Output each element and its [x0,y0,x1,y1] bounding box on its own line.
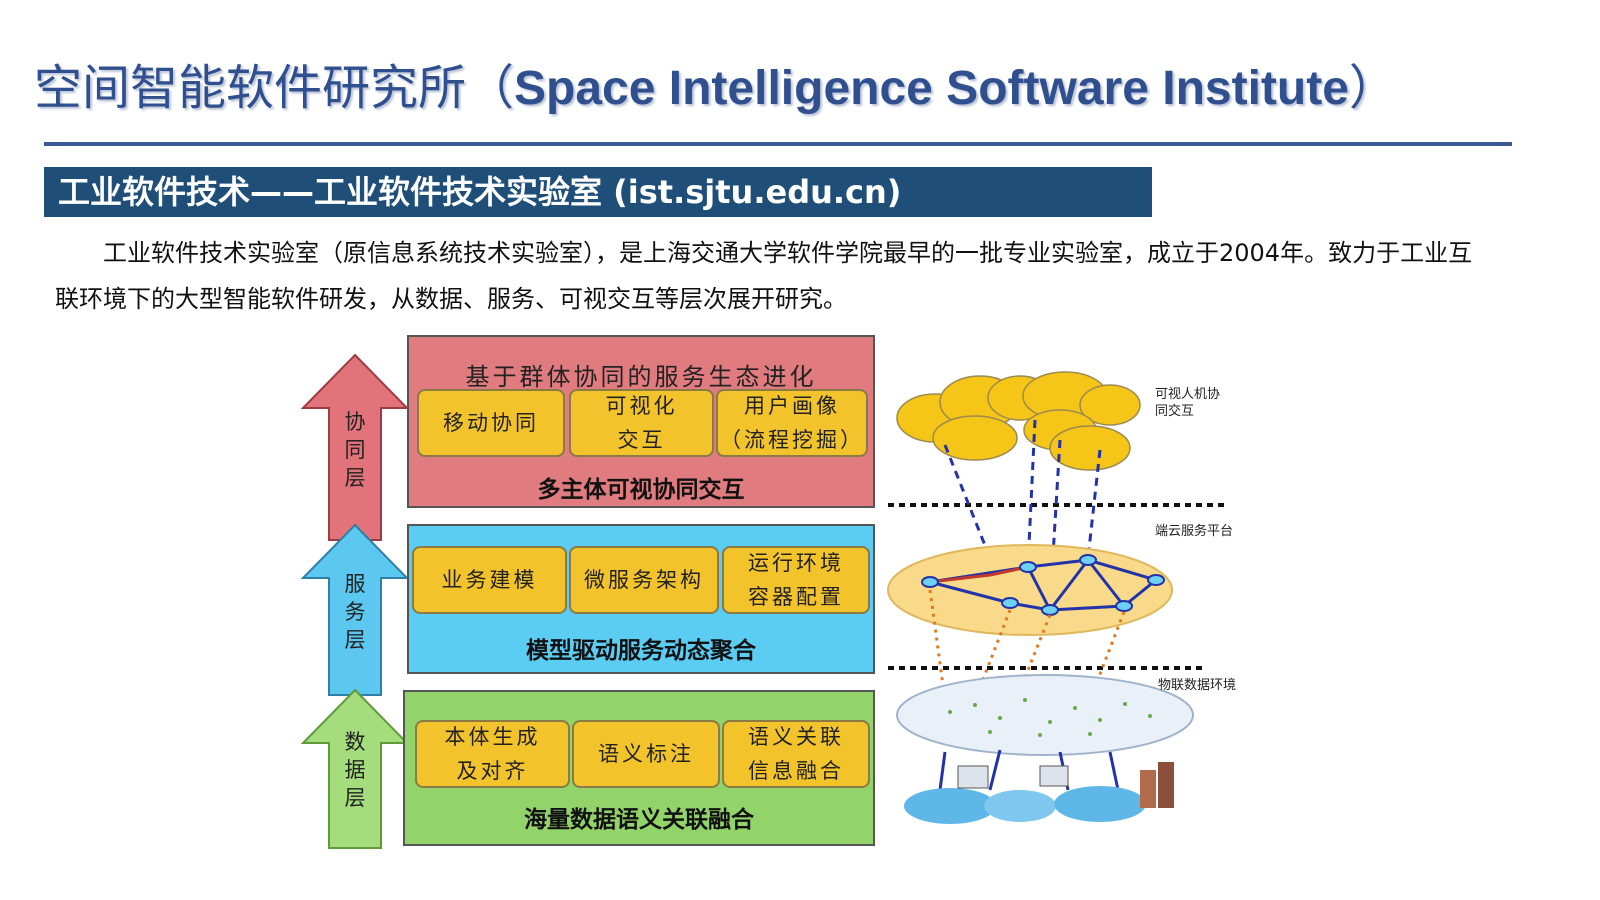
chip-business-modeling: 业务建模 [412,546,567,614]
chip-semantic-annotation: 语义标注 [572,720,720,788]
building-1 [1140,770,1156,808]
monitor-1 [957,765,989,789]
title-en: Space Intelligence Software Institute [514,62,1349,115]
layer-data-footer: 海量数据语义关联融合 [524,807,754,833]
arrow-label-data: 数 据 层 [344,730,366,810]
arrow-label-collab: 协 同 层 [344,410,366,490]
label-cloud-platform: 端云服务平台 [1155,524,1234,539]
chip-mobile-collab: 移动协同 [417,389,565,457]
monitor-2 [1039,765,1069,787]
layer-collab-footer: 多主体可视协同交互 [537,477,745,503]
data-cloud [896,674,1194,756]
device-area-2 [984,790,1056,822]
layer-collab-title: 基于群体协同的服务生态进化 [465,363,817,391]
chip-microservice: 微服务架构 [569,546,719,614]
page-title: 空间智能软件研究所（Space Intelligence Software In… [34,48,1397,118]
intro-paragraph: 工业软件技术实验室（原信息系统技术实验室），是上海交通大学软件学院最早的一批专业… [55,239,1473,313]
arrow-data [300,688,410,849]
label-visual-interaction: 可视人机协 同交互 [1155,387,1221,419]
collab-cloud [896,371,1141,471]
section-banner: 工业软件技术——工业软件技术实验室 (ist.sjtu.edu.cn) [44,167,1152,217]
title-rule [44,142,1512,146]
chip-runtime-container: 运行环境 容器配置 [722,546,870,614]
title-cn: 空间智能软件研究所（ [34,60,515,116]
layer-collab: 基于群体协同的服务生态进化 移动协同 可视化 交互 用户画像 （流程挖掘） 多主… [407,335,875,508]
title-close: ） [1348,60,1397,116]
device-area-1 [904,788,996,824]
chip-info-fusion: 语义关联 信息融合 [722,720,870,788]
collab-links [943,419,1102,606]
layer-data: 本体生成 及对齐 语义标注 语义关联 信息融合 海量数据语义关联融合 [403,690,875,846]
service-cloud [887,544,1173,636]
layer-service-footer: 模型驱动服务动态聚合 [526,638,756,664]
arrow-label-service: 服 务 层 [344,572,366,652]
chip-visual-interaction: 可视化 交互 [569,389,714,457]
chip-ontology: 本体生成 及对齐 [415,720,570,788]
building-2 [1158,762,1174,808]
label-iot-environment: 物联数据环境 [1158,678,1237,693]
layer-service: 业务建模 微服务架构 运行环境 容器配置 模型驱动服务动态聚合 [407,524,875,674]
chip-user-profile: 用户画像 （流程挖掘） [716,389,868,457]
service-nodes [921,554,1165,616]
data-cloud-dots [948,698,1152,737]
device-area-3 [1054,786,1146,822]
